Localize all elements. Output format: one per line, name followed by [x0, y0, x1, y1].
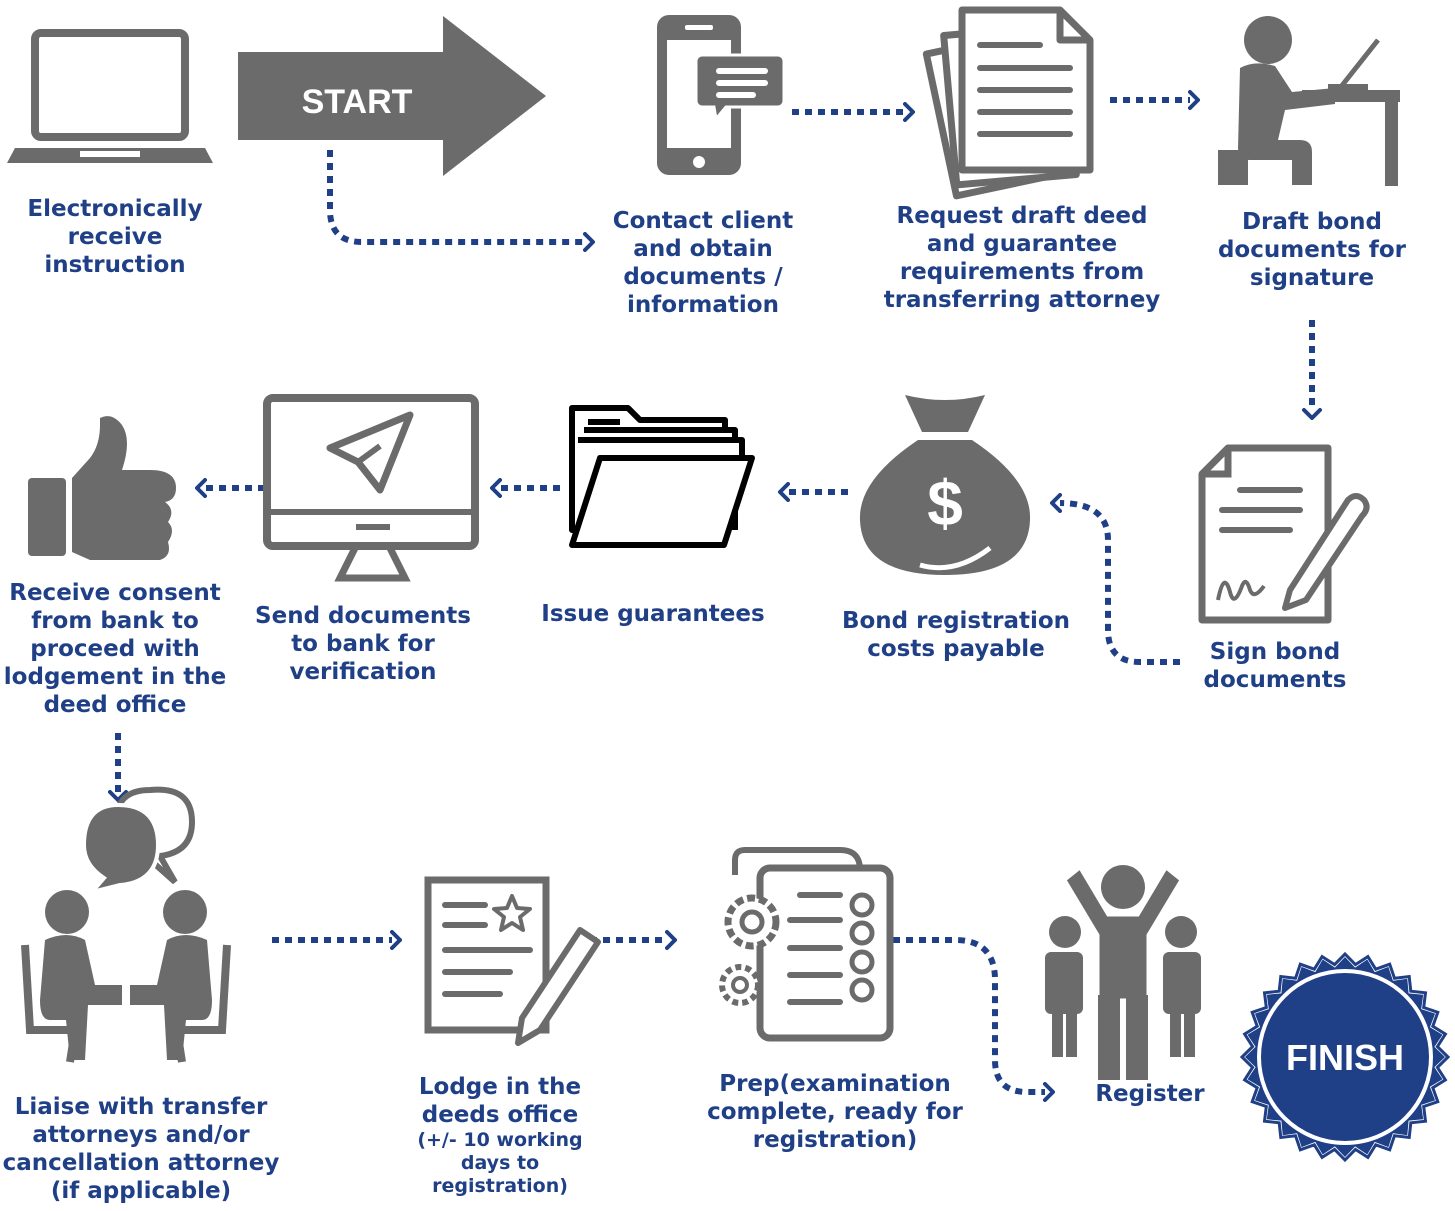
laptop-icon	[7, 29, 213, 163]
signed-document-pen-icon	[1198, 444, 1370, 624]
finish-label: FINISH	[1286, 1037, 1404, 1078]
start-arrow: START	[238, 16, 546, 176]
person-at-desk-icon	[1218, 16, 1400, 186]
meeting-people-icon	[21, 786, 231, 1063]
step-label-prep-examination: Prep(examination complete, ready for reg…	[707, 1071, 963, 1153]
step-label-bond-registration-costs: Bond registration costs payable	[841, 608, 1071, 662]
celebrating-people-icon	[1045, 865, 1201, 1080]
document-pencil-icon	[424, 876, 601, 1046]
step-label-contact-client: Contact client and obtain documents / in…	[612, 208, 794, 318]
step-label-send-documents-to-bank: Send documents to bank for verification	[255, 603, 471, 685]
step-label-register: Register	[1095, 1081, 1205, 1107]
step-label-receive-consent: Receive consent from bank to proceed wit…	[3, 580, 227, 718]
step-label-issue-guarantees: Issue guarantees	[541, 601, 765, 627]
step-label-sign-bond-documents: Sign bond documents	[1203, 639, 1347, 693]
documents-stack-icon	[922, 6, 1094, 200]
finish-seal: FINISH	[1239, 951, 1451, 1163]
folder-icon	[569, 405, 755, 548]
monitor-send-icon	[263, 394, 479, 582]
start-label: START	[302, 83, 413, 121]
thumbs-up-icon	[28, 416, 176, 560]
money-bag-icon: $	[859, 395, 1031, 575]
smartphone-message-icon	[657, 15, 786, 175]
connector-sign-to-costs	[1050, 493, 1180, 665]
step-label-receive-instruction: Electronically receive instruction	[27, 196, 203, 278]
svg-text:$: $	[927, 467, 963, 539]
step-label-lodge-in-deeds-office: Lodge in the deeds office (+/- 10 workin…	[417, 1074, 583, 1197]
gear-checklist-icon	[719, 847, 894, 1042]
connectors	[108, 90, 1322, 1102]
step-label-liaise-with-attorneys: Liaise with transfer attorneys and/or ca…	[2, 1094, 280, 1204]
step-label-draft-bond-documents: Draft bond documents for signature	[1217, 209, 1407, 291]
step-label-request-draft-deed: Request draft deed and guarantee require…	[883, 203, 1161, 313]
